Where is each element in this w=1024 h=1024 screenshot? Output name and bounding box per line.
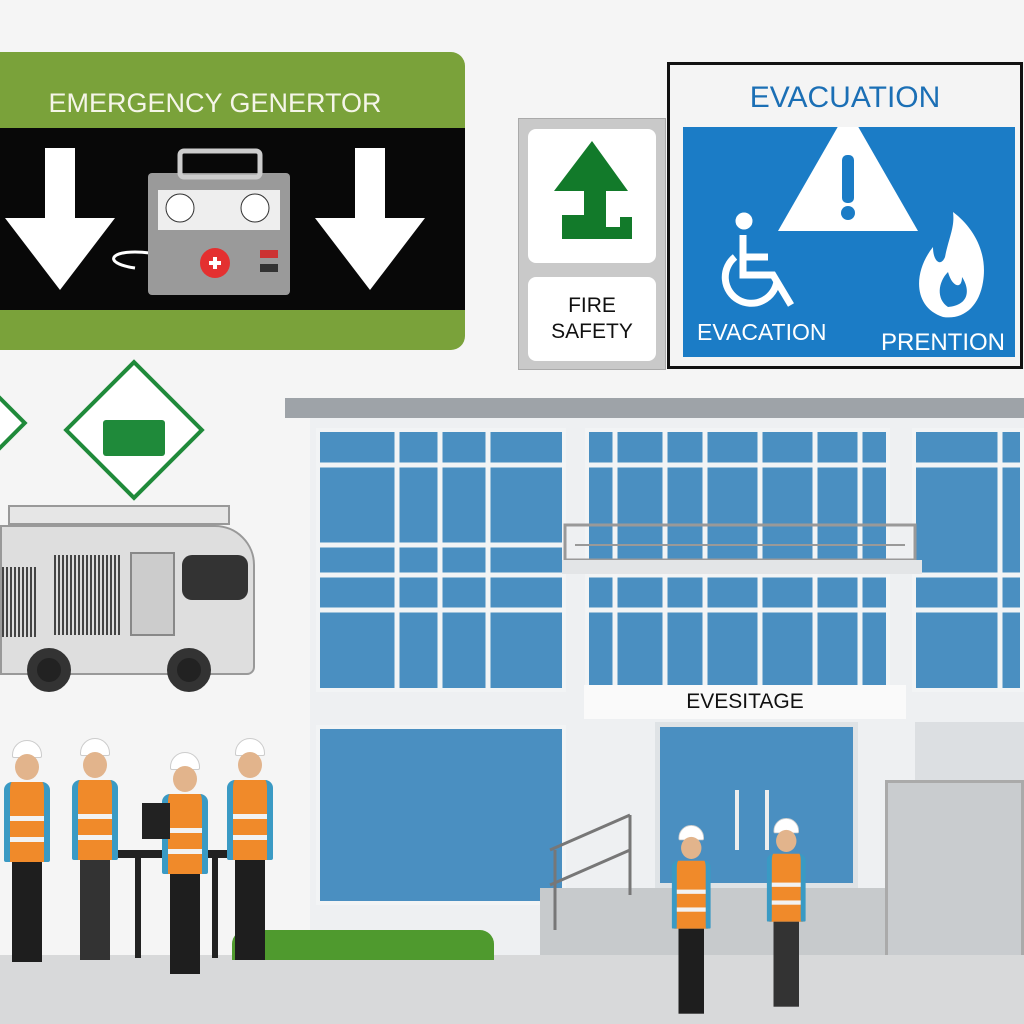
control-panel bbox=[130, 552, 175, 636]
building-sign: EVESITAGE bbox=[584, 685, 906, 719]
evacuation-title: EVACUATION bbox=[749, 81, 941, 114]
truck-wheel bbox=[167, 648, 211, 692]
worker bbox=[765, 818, 808, 1014]
truck-window bbox=[182, 555, 248, 600]
exit-arrow-icon bbox=[528, 129, 656, 263]
prention-label: PRENTION bbox=[881, 329, 1006, 356]
evacation-label: EVACATION bbox=[697, 319, 827, 345]
door-handle bbox=[765, 790, 769, 850]
truck-wheel bbox=[27, 648, 71, 692]
down-arrow-icon bbox=[5, 148, 425, 295]
door-handle bbox=[735, 790, 739, 850]
entrance-door[interactable] bbox=[655, 722, 858, 888]
side-wall bbox=[915, 722, 1024, 780]
shrubs bbox=[232, 930, 494, 960]
truck-roof bbox=[8, 505, 230, 525]
fire-safety-label: FIRE SAFETY bbox=[551, 294, 633, 343]
generator-sign-title: EMERGENCY GENERTOR bbox=[48, 88, 382, 118]
stair-railing bbox=[549, 813, 632, 930]
building-sign-text: EVESITAGE bbox=[686, 690, 804, 713]
worker bbox=[670, 825, 713, 1021]
table-leg bbox=[212, 858, 218, 958]
entrance-steps bbox=[540, 888, 885, 960]
emergency-generator-sign: EMERGENCY GENERTOR bbox=[0, 52, 465, 350]
worker bbox=[2, 740, 52, 970]
worker bbox=[225, 738, 275, 968]
fire-building-icon bbox=[103, 420, 165, 456]
worker bbox=[70, 738, 120, 968]
evacuation-sign: EVACUATION EVACATION PRENTION bbox=[667, 62, 1023, 369]
flame-icon bbox=[919, 212, 984, 318]
side-structure bbox=[885, 780, 1024, 960]
vent-grille bbox=[54, 555, 120, 635]
generator-truck bbox=[0, 525, 255, 675]
wheelchair-icon bbox=[721, 212, 795, 307]
ground bbox=[0, 955, 1024, 1024]
generator-panel bbox=[0, 128, 465, 310]
worker bbox=[160, 752, 210, 982]
laptop bbox=[142, 803, 170, 839]
building-roof bbox=[285, 398, 1024, 418]
table-leg bbox=[135, 858, 141, 958]
fire-safety-sign: FIRE SAFETY bbox=[518, 118, 666, 370]
window bbox=[316, 725, 566, 905]
vent-grille bbox=[2, 567, 37, 637]
